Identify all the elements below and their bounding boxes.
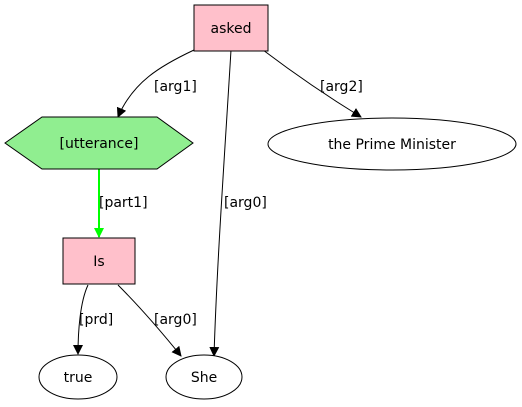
edge-line [209,49,232,357]
edge-label-prd: [prd] [79,312,113,328]
node-label: Is [93,254,104,270]
edge-asked-to-she: [arg0] [209,49,267,357]
node-true: true [38,354,118,400]
node-label: true [64,370,93,386]
node-label: the Prime Minister [328,137,456,153]
node-ellipse [38,354,118,400]
edge-line [73,284,89,355]
node-box [193,4,269,52]
edge-label-arg2: [arg2] [320,79,363,95]
edge-line [117,284,182,357]
node-label: She [191,370,217,386]
node-box [62,237,136,285]
node-utterance: [utterance] [4,116,194,170]
edge-label-arg1: [arg1] [154,79,197,95]
node-prime-minister: the Prime Minister [267,117,517,171]
edge-line [116,49,195,118]
node-is: Is [62,237,136,285]
edge-utterance-to-is: [part1] [94,169,148,238]
edge-label-arg0: [arg0] [224,195,267,211]
node-label: [utterance] [60,136,139,152]
edge-asked-to-utterance: [arg1] [116,49,197,118]
edge-is-to-she: [arg0] [117,284,197,357]
node-asked: asked [193,4,269,52]
edge-label-arg0: [arg0] [154,312,197,328]
node-hexagon [4,116,194,170]
node-label: asked [211,21,252,37]
node-she: She [165,354,243,400]
edge-asked-to-prime-minister: [arg2] [262,49,363,118]
edge-label-part1: [part1] [99,195,148,211]
node-ellipse [165,354,243,400]
edge-is-to-true: [prd] [73,284,113,355]
edge-line [262,49,362,118]
node-ellipse [267,117,517,171]
